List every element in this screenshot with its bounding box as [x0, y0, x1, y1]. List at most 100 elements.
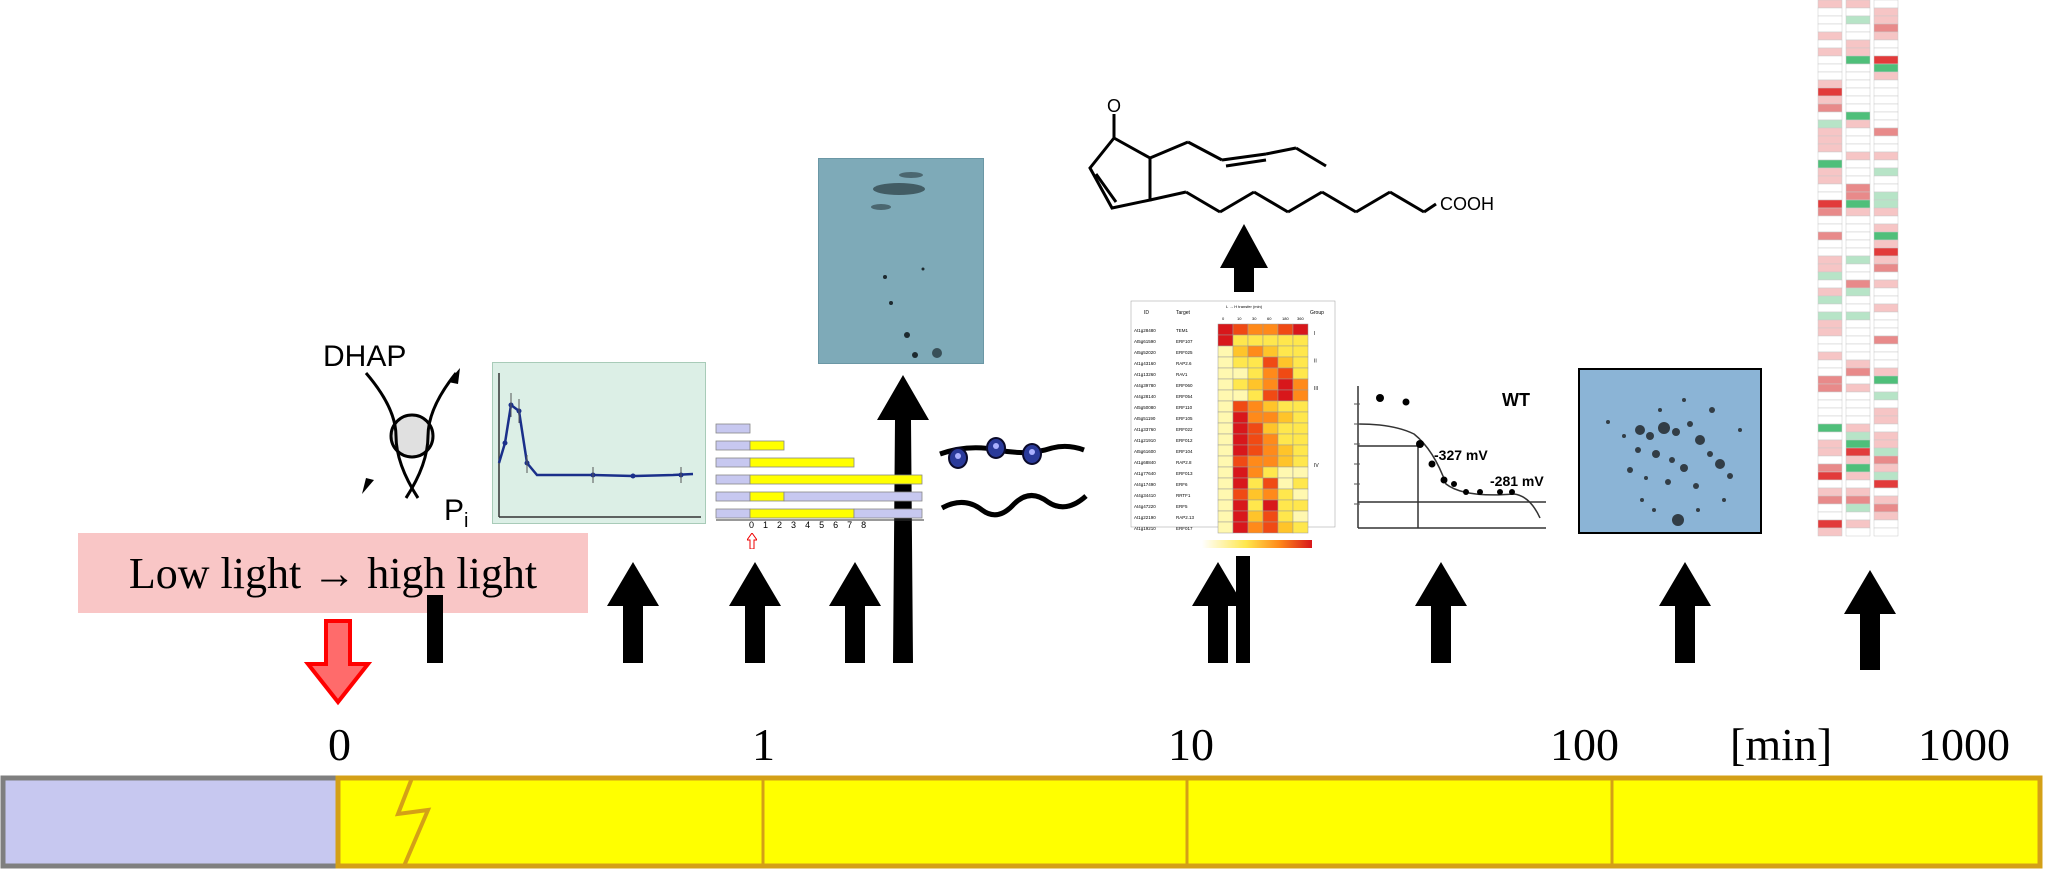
heatmap-row-id: At1g77640	[1134, 471, 1156, 476]
arrow-jasmonate	[1220, 224, 1268, 292]
gene-table-cell	[1845, 215, 1871, 225]
tick-label-10: 10	[1168, 719, 1214, 770]
heatmap-cell	[1232, 477, 1249, 490]
pi-label-main: P	[444, 494, 465, 527]
heatmap-cell	[1247, 488, 1264, 501]
gene-table-cell	[1873, 319, 1899, 329]
gene-table-cell	[1817, 167, 1843, 177]
gene-table-cell	[1873, 375, 1899, 385]
gene-table-cell	[1817, 103, 1843, 113]
heatmap-cell	[1277, 455, 1294, 468]
tick-label-100: 100	[1550, 719, 1619, 770]
gene-table-cell	[1817, 287, 1843, 297]
heatmap-cell	[1292, 345, 1309, 358]
heatmap-cell	[1277, 510, 1294, 523]
gene-table-cell	[1845, 167, 1871, 177]
heatmap-cell	[1262, 389, 1279, 402]
heatmap-cell	[1247, 411, 1264, 424]
gel-spot	[1738, 428, 1742, 432]
time-course-axis: 0 1 2 3 4 5 6 7 8	[749, 520, 929, 534]
event-arrows	[427, 375, 1896, 670]
heatmap-group-label: I	[1314, 331, 1315, 337]
gene-table-cell	[1873, 63, 1899, 73]
gene-table-cell	[1845, 303, 1871, 313]
gene-table-cell	[1845, 471, 1871, 481]
heatmap-cell	[1232, 499, 1249, 512]
gene-expression-graphic	[1817, 0, 1899, 537]
gene-table-cell	[1817, 159, 1843, 169]
heatmap-cell	[1292, 521, 1309, 534]
heatmap-cell	[1217, 389, 1234, 402]
heatmap-cell	[1247, 466, 1264, 479]
heatmap-cell	[1217, 422, 1234, 435]
heatmap-row-id: At4g34410	[1134, 493, 1156, 498]
heatmap-cell	[1292, 444, 1309, 457]
heatmap-cell	[1292, 488, 1309, 501]
heatmap-cell	[1292, 477, 1309, 490]
heatmap-cell	[1292, 323, 1309, 336]
gene-table-cell	[1817, 63, 1843, 73]
gene-table-cell	[1845, 151, 1871, 161]
heatmap-cell	[1277, 334, 1294, 347]
heatmap-cell	[1217, 345, 1234, 358]
heatmap-row-target: ERF110	[1176, 405, 1193, 410]
gene-table-cell	[1817, 295, 1843, 305]
tick-label-1: 1	[752, 719, 775, 770]
heatmap-cell	[1247, 433, 1264, 446]
gel-spot	[1722, 498, 1726, 502]
heatmap-row-id: At5g50080	[1134, 405, 1156, 410]
gene-table-cell	[1845, 103, 1871, 113]
gel-spot	[1707, 451, 1713, 457]
gene-table-cell	[1873, 7, 1899, 17]
heatmap-cell	[1292, 411, 1309, 424]
heatmap-cell	[1277, 323, 1294, 336]
gene-table-cell	[1845, 415, 1871, 425]
gene-table-cell	[1873, 71, 1899, 81]
gene-table-cell	[1873, 103, 1899, 113]
gene-table-cell	[1873, 239, 1899, 249]
gene-table-cell	[1845, 55, 1871, 65]
gene-table-cell	[1873, 447, 1899, 457]
heatmap-row-id: At5g61590	[1134, 339, 1156, 344]
gel-spot	[1658, 422, 1670, 434]
heatmap-cell	[1217, 499, 1234, 512]
gene-table-cell	[1817, 255, 1843, 265]
heatmap-cell	[1232, 466, 1249, 479]
gene-table-cell	[1817, 479, 1843, 489]
heatmap-cell	[1232, 345, 1249, 358]
heatmap-cell	[1262, 334, 1279, 347]
gene-table-cell	[1845, 279, 1871, 289]
gene-table-cell	[1845, 319, 1871, 329]
gene-table-cell	[1845, 311, 1871, 321]
heatmap-row-target: ERF017	[1176, 526, 1193, 531]
gel-spot	[1672, 514, 1684, 526]
gene-table-cell	[1873, 503, 1899, 513]
heatmap-cell	[1277, 477, 1294, 490]
gene-table-cell	[1873, 487, 1899, 497]
heatmap-group-label: III	[1314, 386, 1318, 392]
gene-table-cell	[1817, 399, 1843, 409]
gene-table-cell	[1873, 143, 1899, 153]
gene-table-cell	[1845, 487, 1871, 497]
heatmap-cell	[1262, 378, 1279, 391]
heatmap-cell	[1292, 400, 1309, 413]
gene-table-cell	[1817, 335, 1843, 345]
heatmap-row-id: At5g51190	[1134, 416, 1156, 421]
gel-spot	[1709, 407, 1715, 413]
heatmap-cell	[1262, 510, 1279, 523]
gene-table-cell	[1873, 47, 1899, 57]
gene-table-cell	[1817, 351, 1843, 361]
gene-table-cell	[1817, 495, 1843, 505]
gene-table-cell	[1845, 255, 1871, 265]
heatmap-row-target: ERF5	[1176, 504, 1188, 509]
gene-table-cell	[1873, 79, 1899, 89]
tc-label-1: 1	[763, 520, 769, 530]
gene-table-cell	[1873, 39, 1899, 49]
gene-table-cell	[1845, 343, 1871, 353]
gene-table-cell	[1817, 303, 1843, 313]
gene-table-cell	[1873, 527, 1899, 537]
gene-table-cell	[1817, 279, 1843, 289]
gene-table-cell	[1845, 519, 1871, 529]
gene-table-cell	[1817, 47, 1843, 57]
heatmap-cell	[1262, 356, 1279, 369]
